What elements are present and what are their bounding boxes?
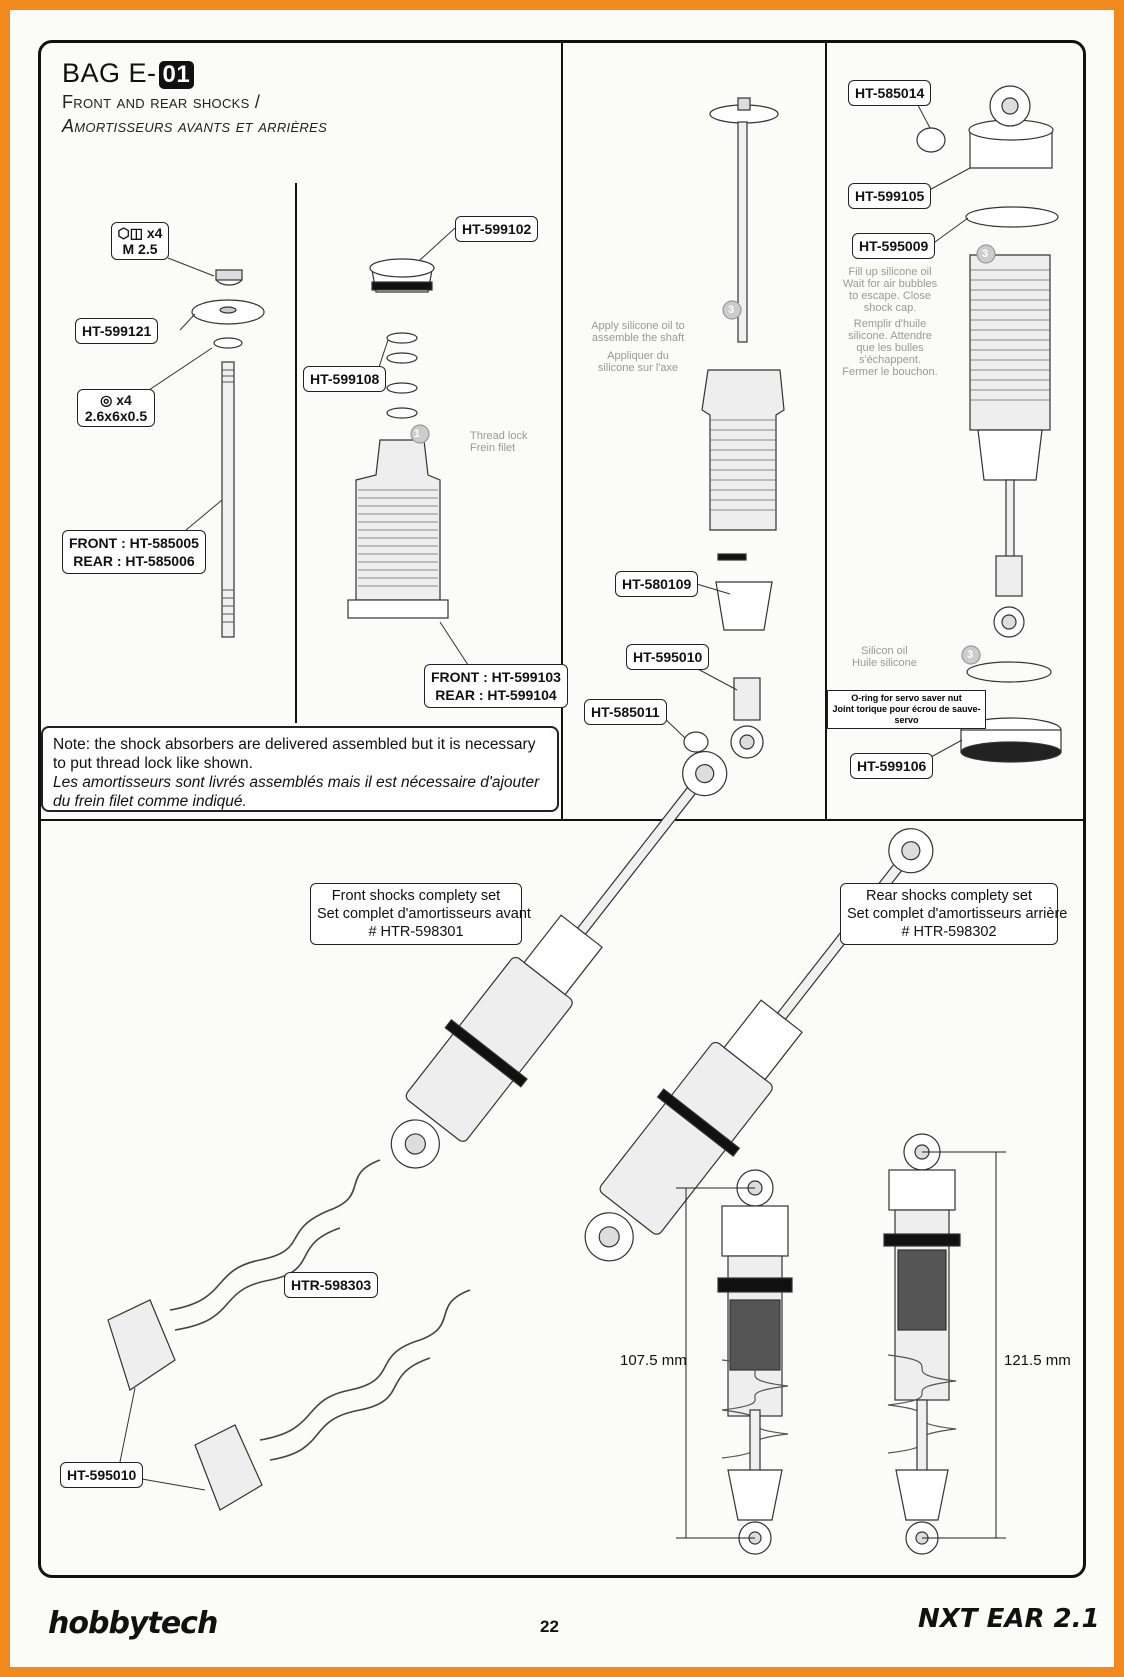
- front-shock-upright: [717, 1169, 793, 1555]
- divider-3: [295, 183, 297, 723]
- subtitle-fr: Amortisseurs avants et arrières: [62, 116, 328, 136]
- spring-drawing-2: [259, 1289, 471, 1461]
- nut-icon: ⬡◫: [117, 225, 143, 241]
- instruction-frame: [38, 40, 1086, 1578]
- part-ht580109: HT-580109: [615, 571, 699, 597]
- assembly-note: Note: the shock absorbers are delivered …: [41, 726, 559, 812]
- step-3-badge-b: 3: [982, 248, 989, 260]
- part-ht595009: HT-595009: [852, 233, 936, 259]
- part-ht595010-b: HT-595010: [60, 1462, 144, 1488]
- rear-shock-upright: [883, 1133, 961, 1555]
- part-ht599105: HT-599105: [848, 183, 932, 209]
- washer-icon: ◎: [100, 392, 113, 408]
- part-ht599102: HT-599102: [455, 216, 539, 242]
- hobbytech-logo: hobbytech: [48, 1606, 218, 1641]
- part-ht599106: HT-599106: [850, 753, 934, 779]
- front-length-dimension: 107.5 mm: [620, 1352, 687, 1369]
- shock-body-drawing: [355, 439, 441, 601]
- page-number: 22: [540, 1617, 559, 1636]
- part-ht599121: HT-599121: [75, 318, 159, 344]
- subtitle-en: Front and rear shocks /: [62, 92, 261, 112]
- divider-horizontal: [40, 819, 1084, 821]
- rear-length-dimension: 121.5 mm: [1004, 1352, 1071, 1369]
- spring-drawing-1: [169, 1159, 381, 1331]
- silicone-shaft-note: Apply silicone oil to assemble the shaft…: [591, 320, 685, 374]
- fill-oil-note: Fill up silicone oil Wait for air bubble…: [842, 266, 938, 378]
- part-ht585011: HT-585011: [584, 699, 667, 725]
- page-title: BAG E-01: [62, 58, 195, 89]
- part-ht599108: HT-599108: [303, 366, 387, 392]
- step-1-badge: 1: [414, 428, 421, 440]
- shaft-drawing: [221, 361, 235, 638]
- part-htr598303: HTR-598303: [284, 1272, 379, 1298]
- divider-1: [561, 42, 563, 820]
- nxt-ear-logo: NXT EAR 2.1: [918, 1604, 1100, 1634]
- step-3-badge-c: 3: [967, 649, 974, 661]
- part-ht585014: HT-585014: [848, 80, 932, 106]
- part-ht595010-a: HT-595010: [626, 644, 710, 670]
- bag-number-badge: 01: [158, 61, 195, 89]
- divider-2: [825, 42, 827, 820]
- step-3-badge-a: 3: [728, 304, 735, 316]
